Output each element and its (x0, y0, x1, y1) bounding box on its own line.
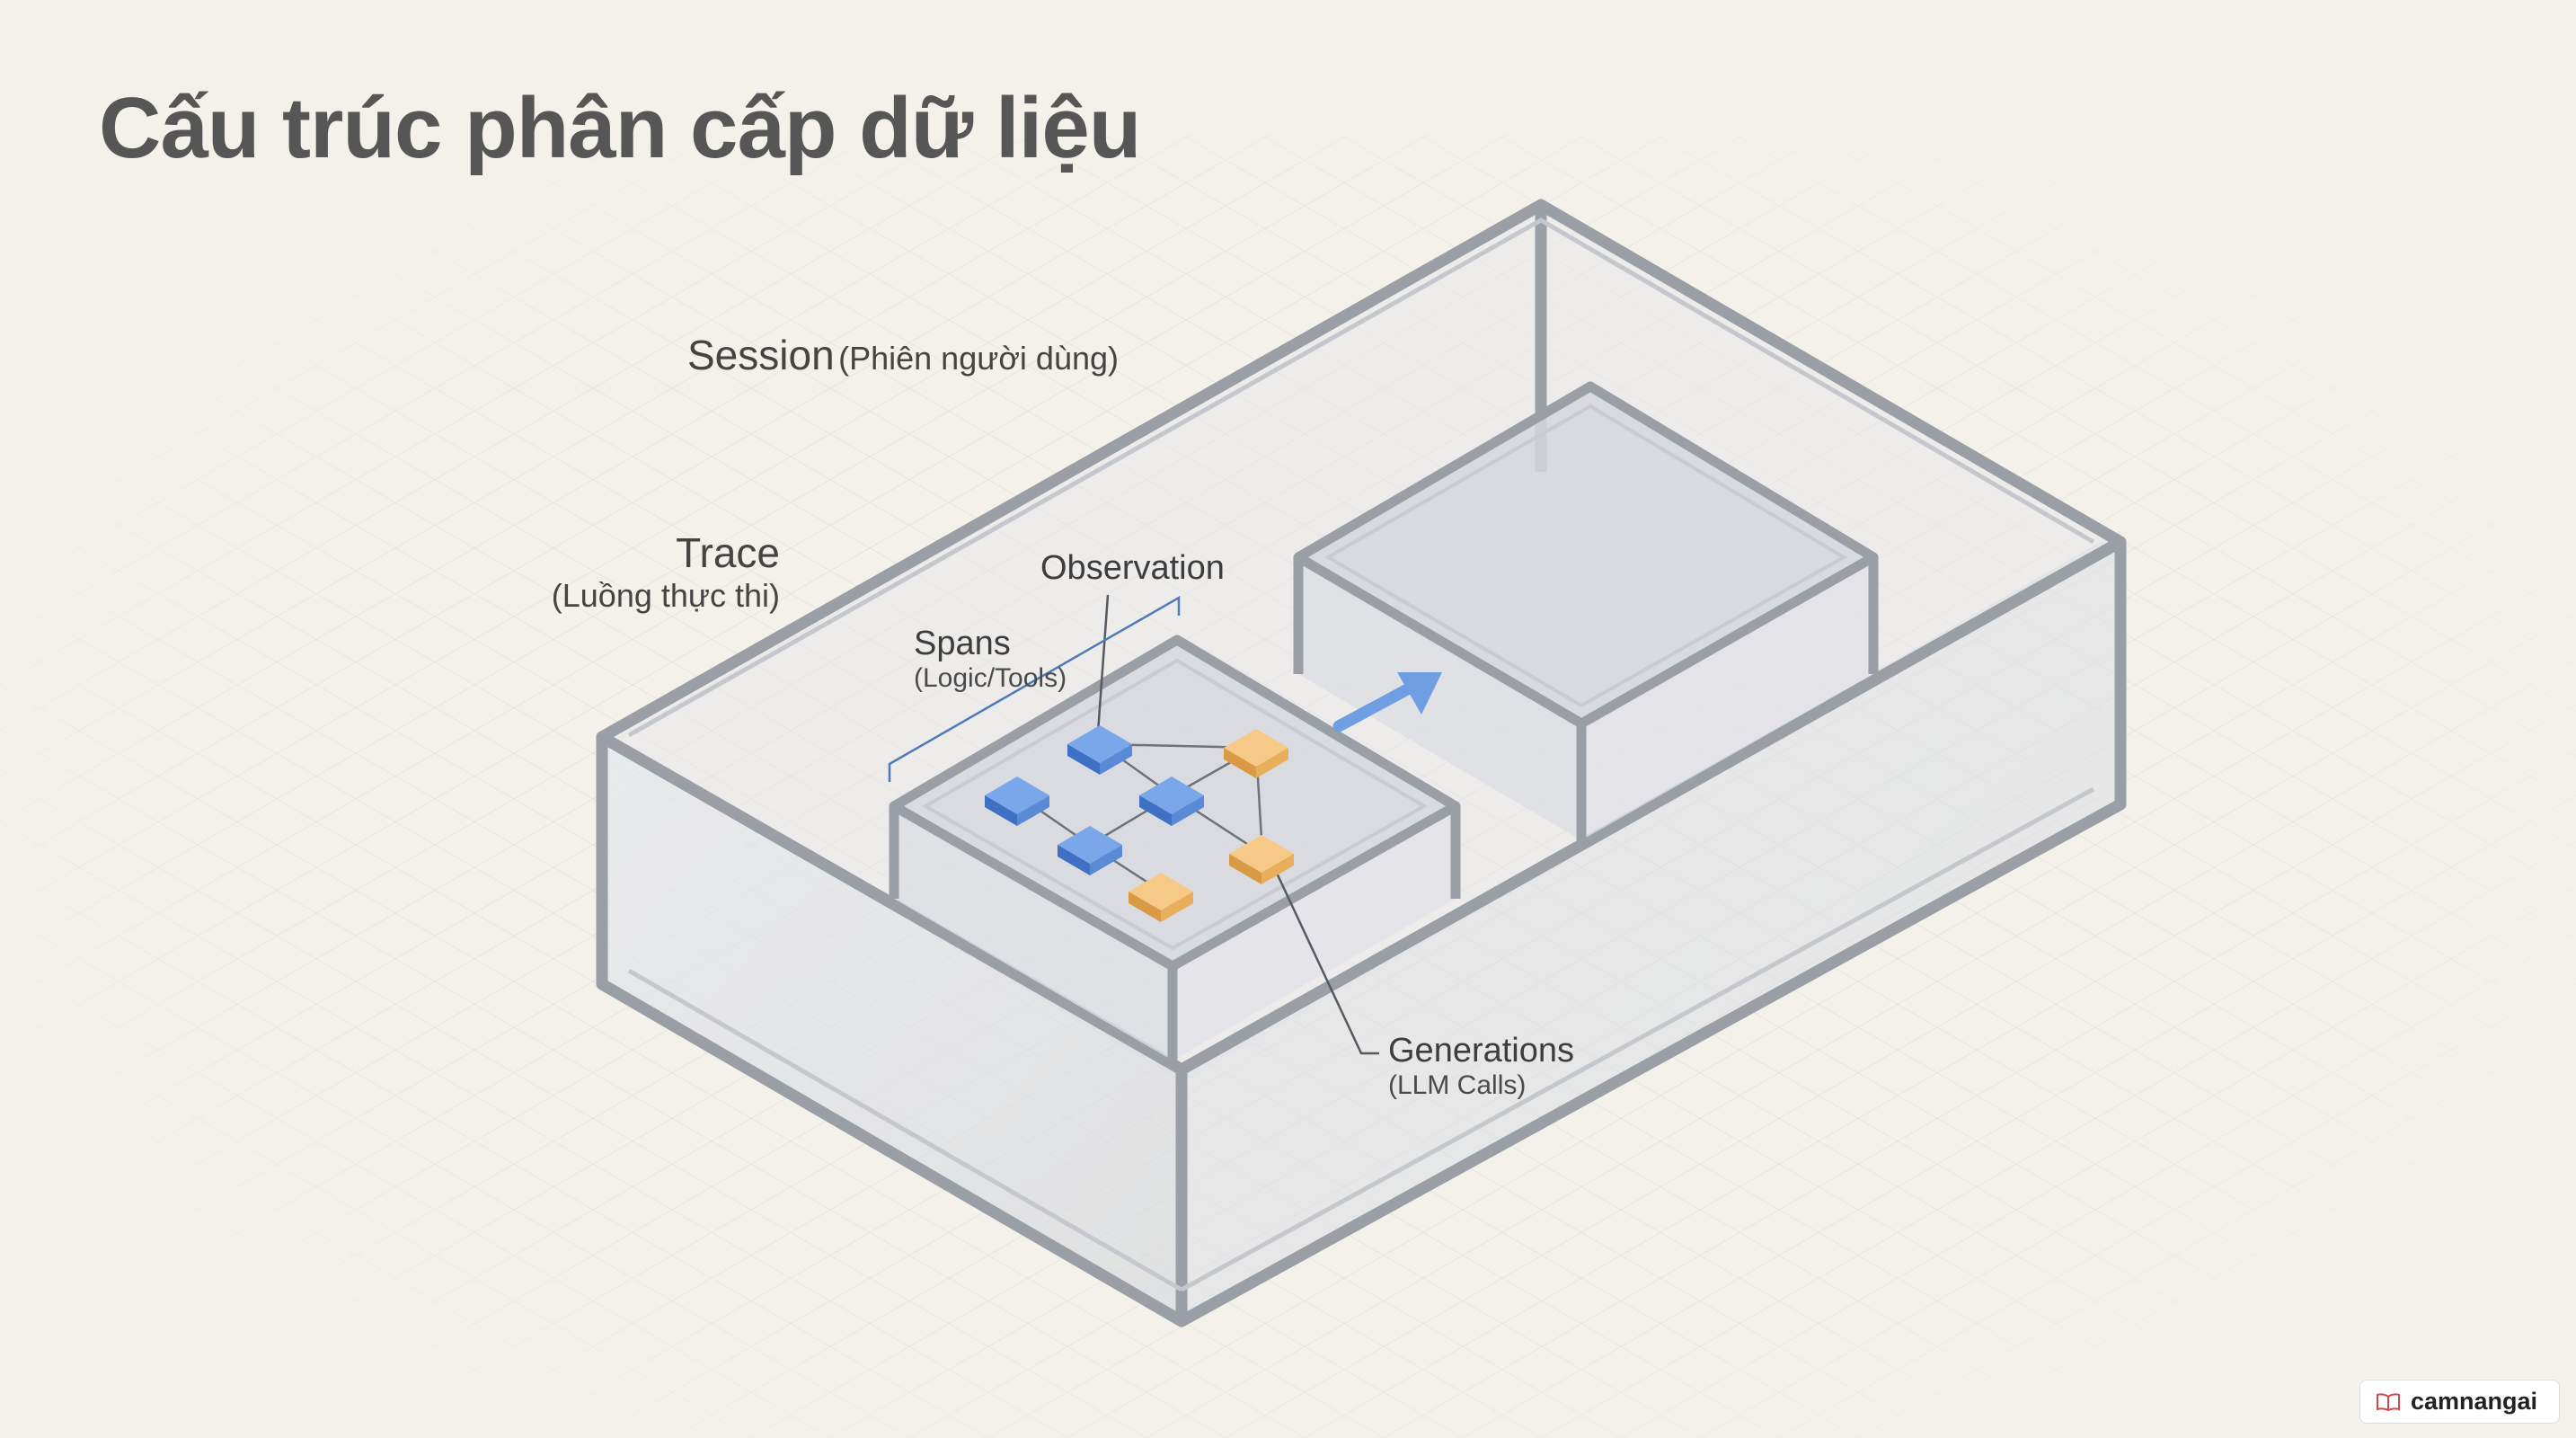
session-label-sub: (Phiên người dùng) (838, 340, 1119, 377)
page-title: Cấu trúc phân cấp dữ liệu (99, 80, 1141, 176)
span-node (1058, 826, 1122, 875)
span-node (1067, 725, 1132, 775)
watermark-text: camnangai (2410, 1388, 2537, 1415)
generations-label: Generations (LLM Calls) (1388, 1032, 1574, 1101)
generation-node (1224, 729, 1288, 778)
spans-label-sub: (Logic/Tools) (914, 663, 1067, 693)
trace-label-sub: (Luồng thực thi) (551, 577, 780, 614)
spans-label: Spans (Logic/Tools) (914, 625, 1067, 694)
generations-label-sub: (LLM Calls) (1388, 1070, 1527, 1100)
generations-label-main: Generations (1388, 1032, 1575, 1070)
generation-node (1129, 873, 1193, 922)
book-icon (2376, 1392, 2400, 1411)
trace-label: Trace (Luồng thực thi) (506, 528, 780, 615)
span-node (1139, 777, 1204, 826)
flow-arrow (1332, 672, 1442, 732)
span-node (985, 777, 1049, 826)
trace-label-main: Trace (676, 529, 780, 576)
session-label: Session (Phiên người dùng) (687, 331, 1119, 379)
watermark-badge[interactable]: camnangai (2359, 1380, 2560, 1424)
spans-label-main: Spans (914, 625, 1011, 662)
session-label-main: Session (687, 332, 835, 378)
generation-node (1229, 835, 1294, 884)
annotation-lines (1096, 594, 1379, 1055)
spans-bracket (888, 595, 1181, 782)
observation-label: Observation (1040, 549, 1225, 587)
next-trace-box (1293, 381, 1879, 840)
